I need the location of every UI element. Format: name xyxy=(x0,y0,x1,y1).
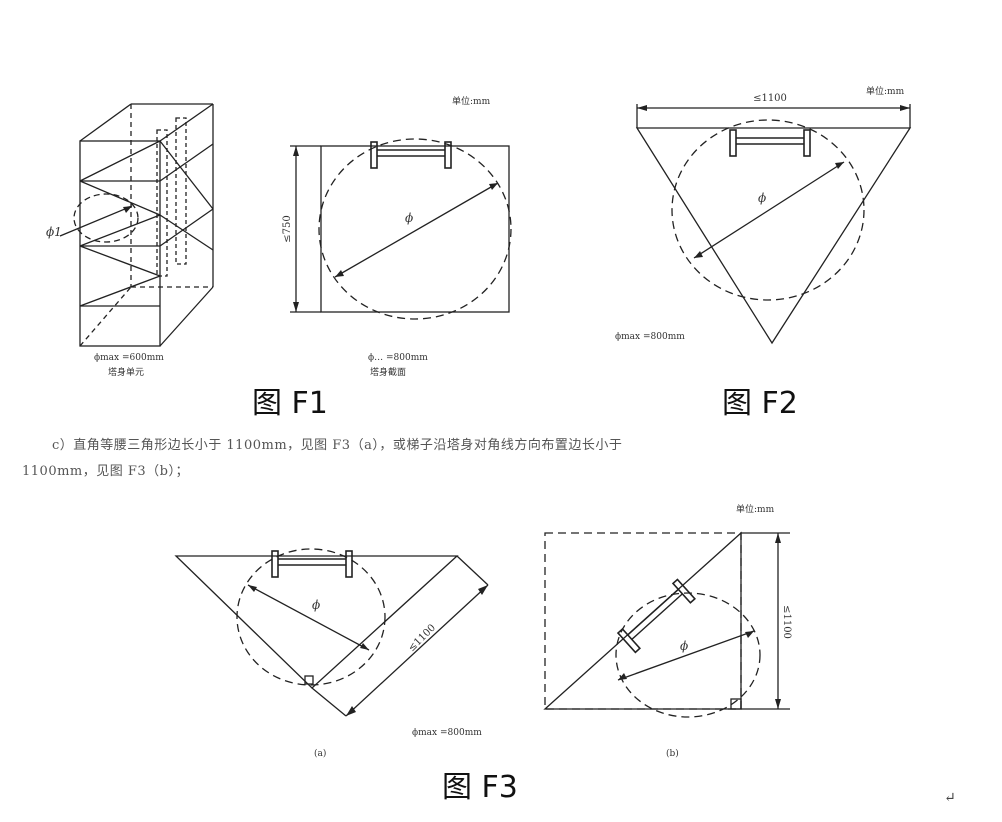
f2-max-label: ϕmax =800mm xyxy=(615,332,685,342)
f1-section-dim: ≤750 xyxy=(282,215,293,242)
f3a-max-label: ϕmax =800mm xyxy=(412,728,482,738)
f2-phi: ϕ xyxy=(758,191,766,205)
figure-f1-caption: 图 F1 xyxy=(252,386,328,421)
f3b-drawing xyxy=(543,531,790,718)
f1-left-phi-label: ϕ1 xyxy=(46,225,62,239)
f1-right-max-label: ϕ… =800mm xyxy=(368,353,428,363)
f3a-dim: ≤1100 xyxy=(406,622,438,654)
f1-section-phi: ϕ xyxy=(405,211,413,225)
f3a-drawing xyxy=(174,548,489,717)
tower-unit-drawing xyxy=(59,103,214,347)
f3b-phi: ϕ xyxy=(680,639,688,653)
ladder-icon xyxy=(729,129,811,157)
f2-top-dim: ≤1100 xyxy=(753,93,787,104)
paragraph-line-2: 1100mm，见图 F3（b）； xyxy=(22,464,189,479)
triangle-section-drawing xyxy=(635,104,912,345)
f3a-sub: (a) xyxy=(314,748,326,759)
f1-units-label: 单位:mm xyxy=(452,95,491,107)
figure-f2-caption: 图 F2 xyxy=(722,386,798,421)
f1-left-caption: 塔身单元 xyxy=(108,366,144,378)
figure-f3-caption: 图 F3 xyxy=(442,770,518,805)
tower-section-drawing xyxy=(290,138,512,320)
f3b-sub: (b) xyxy=(666,748,679,759)
f2-units-label: 单位:mm xyxy=(866,85,905,97)
paragraph-return-mark: ↵ xyxy=(944,790,956,806)
paragraph-line-1: c）直角等腰三角形边长小于 1100mm，见图 F3（a），或梯子沿塔身对角线方… xyxy=(52,438,623,453)
f3b-dim: ≤1100 xyxy=(781,605,792,639)
f1-left-max-label: ϕmax =600mm xyxy=(94,353,164,363)
f3a-phi: ϕ xyxy=(312,598,320,612)
f1-right-caption: 塔身截面 xyxy=(370,366,406,378)
f3b-units-label: 单位:mm xyxy=(736,503,775,515)
body-paragraph: c）直角等腰三角形边长小于 1100mm，见图 F3（a），或梯子沿塔身对角线方… xyxy=(22,433,982,485)
